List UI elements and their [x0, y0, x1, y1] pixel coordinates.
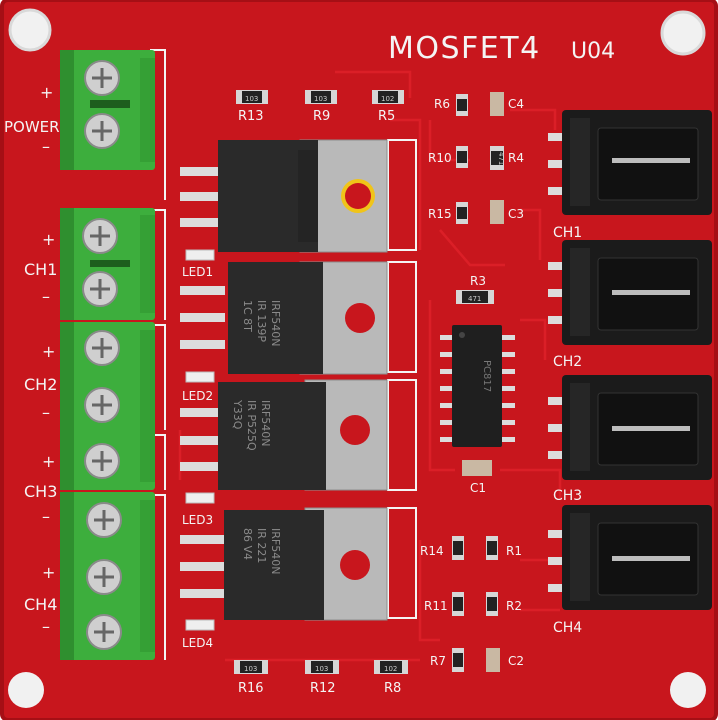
ch4-plus: +: [42, 563, 55, 582]
r9-code: 103: [314, 95, 327, 103]
header-ch3: [548, 375, 712, 480]
lower-smd-cluster: R14 R1 R11 R2 R7 C2: [420, 536, 524, 672]
mosfet-3-code: IR P525Q: [245, 400, 258, 451]
r9-label: R9: [313, 109, 330, 124]
ch2-label: CH2: [24, 375, 57, 394]
mosfet-4-lot: 86 V4: [241, 528, 254, 560]
mosfet-4: IRF540N IR 221 86 V4: [180, 507, 417, 621]
ic-marking: PC817: [481, 360, 492, 392]
r16-code: 103: [244, 665, 257, 673]
leds: LED1 LED2 LED3 LED4: [182, 249, 215, 650]
r3-code: 471: [468, 295, 481, 303]
mosfet-3: IRF540N IR P525Q Y33Q: [180, 379, 417, 491]
led3-label: LED3: [182, 513, 213, 527]
mosfet-3-marking: IRF540N: [259, 400, 272, 446]
r7-label: R7: [430, 654, 446, 668]
top-resistors: 103 R13 103 R9 102 R5: [236, 90, 404, 124]
ch1-terminal: [60, 208, 155, 320]
connector-ch4-label: CH4: [553, 620, 582, 636]
mosfet-1: [180, 139, 417, 253]
r4-label: R4: [508, 151, 524, 165]
r11-label: R11: [424, 599, 448, 613]
mosfet-2-code: IR 139P: [255, 300, 268, 342]
ch2-minus: –: [42, 403, 50, 422]
board-version: U04: [571, 39, 615, 64]
r12-code: 103: [315, 665, 328, 673]
r10-label: R10: [428, 151, 452, 165]
r2-label: R2: [506, 599, 522, 613]
mosfet-4-code: IR 221: [255, 528, 268, 563]
r3-label: R3: [470, 274, 486, 288]
power-label: POWER: [4, 118, 60, 136]
board-title: MOSFET4: [388, 31, 541, 66]
ch1-plus: +: [42, 230, 55, 249]
mosfet-2: IRF540N IR 139P 1C 8T: [180, 261, 417, 375]
ch4-label: CH4: [24, 595, 57, 614]
optocoupler-ic: PC817 C1: [440, 325, 515, 495]
connector-ch3-label: CH3: [553, 488, 582, 504]
c1-label: C1: [470, 481, 486, 495]
mounting-holes: [8, 8, 706, 708]
r6-label: R6: [434, 97, 450, 111]
r4-code: 471: [497, 152, 505, 165]
r1-label: R1: [506, 544, 522, 558]
mosfet-2-marking: IRF540N: [269, 300, 282, 346]
ch1-label: CH1: [24, 260, 57, 279]
ch3-ch4-terminal: [60, 492, 155, 660]
led2-label: LED2: [182, 389, 213, 403]
r8-label: R8: [384, 681, 401, 696]
bottom-resistors: 103 R16 103 R12 102 R8: [234, 660, 408, 696]
connector-ch1-label: CH1: [553, 225, 582, 241]
r5-label: R5: [378, 109, 395, 124]
ch3-label: CH3: [24, 482, 57, 501]
ch2-ch3-terminal: [60, 322, 155, 490]
mosfet-3-lot: Y33Q: [231, 399, 244, 430]
connector-ch2-label: CH2: [553, 354, 582, 370]
header-ch4: [548, 505, 712, 610]
ch1-minus: –: [42, 287, 50, 306]
r14-label: R14: [420, 544, 444, 558]
ch2-plus: +: [42, 342, 55, 361]
upper-smd-cluster: R6 C4 R10 471 R4 R15 C3 471 R3: [428, 92, 524, 304]
mosfet-2-lot: 1C 8T: [241, 300, 254, 332]
led4-label: LED4: [182, 636, 213, 650]
led1-label: LED1: [182, 265, 213, 279]
ch3-plus: +: [42, 452, 55, 471]
power-terminal: [60, 50, 155, 170]
c3-label: C3: [508, 207, 524, 221]
header-ch1: [548, 110, 712, 215]
r15-label: R15: [428, 207, 452, 221]
r12-label: R12: [310, 681, 336, 696]
r8-code: 102: [384, 665, 397, 673]
left-labels: + POWER – + CH1 – + CH2 – + CH3 – + CH4 …: [4, 83, 60, 636]
power-minus: –: [42, 137, 50, 156]
r13-code: 103: [245, 95, 258, 103]
ch4-minus: –: [42, 617, 50, 636]
mosfet-4-marking: IRF540N: [269, 528, 282, 574]
c2-label: C2: [508, 654, 524, 668]
c4-label: C4: [508, 97, 524, 111]
power-plus: +: [40, 83, 53, 102]
r5-code: 102: [381, 95, 394, 103]
r16-label: R16: [238, 681, 264, 696]
header-ch2: [548, 240, 712, 345]
ch3-minus: –: [42, 507, 50, 526]
r13-label: R13: [238, 109, 264, 124]
